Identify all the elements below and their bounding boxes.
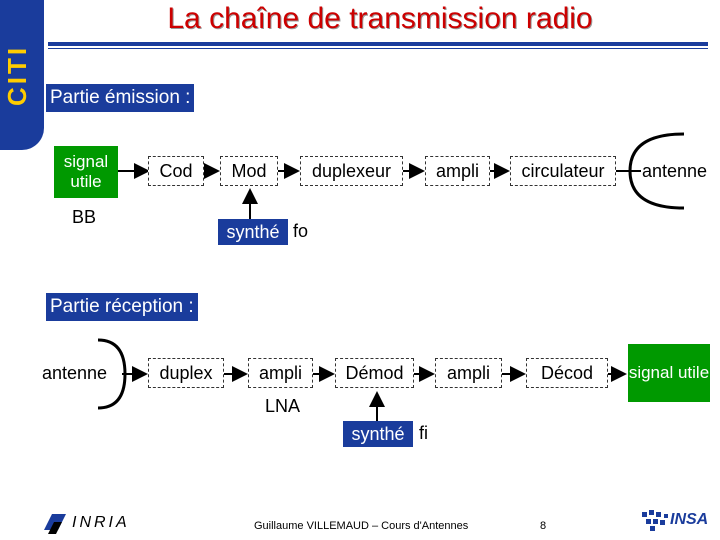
inria-logo-text: INRIA — [72, 514, 130, 531]
emission-antenna-label: antenne — [642, 161, 708, 181]
reception-lna-label: LNA — [265, 396, 301, 416]
inria-logo-icon — [44, 514, 66, 534]
emission-block-circulateur: circulateur — [510, 156, 616, 186]
emission-source-bb: BB — [72, 207, 97, 227]
emission-source-signal: signal utile — [54, 146, 118, 198]
reception-block-decod: Décod — [526, 358, 608, 388]
page-title: La chaîne de transmission radio — [167, 2, 593, 35]
emission-wires — [118, 163, 641, 220]
reception-block-duplex: duplex — [148, 358, 224, 388]
reception-section-label: Partie réception : — [46, 293, 198, 321]
emission-block-ampli: ampli — [425, 156, 490, 186]
page-number: 8 — [540, 520, 547, 532]
reception-synth: synthé — [343, 421, 413, 447]
insa-logo-text: INSA — [670, 511, 709, 528]
emission-section-label: Partie émission : — [46, 84, 195, 112]
reception-block-ampli: ampli — [435, 358, 502, 388]
emission-block-duplexeur: duplexeur — [300, 156, 403, 186]
reception-output-signal: signal utile — [628, 344, 710, 402]
insa-logo: INSA — [640, 508, 710, 534]
emission-synth: synthé — [218, 219, 288, 245]
reception-antenna-icon — [97, 338, 127, 410]
footer-author: Guillaume VILLEMAUD – Cours d'Antennes — [254, 520, 469, 532]
reception-antenna-label: antenne — [42, 363, 108, 383]
insa-logo-icon — [642, 510, 668, 531]
title-rule-thin — [48, 48, 708, 49]
reception-block-ampli-lna: ampli — [248, 358, 313, 388]
title-rule — [48, 42, 708, 46]
emission-block-mod: Mod — [220, 156, 278, 186]
citi-logo: CITI — [0, 0, 44, 150]
emission-block-cod: Cod — [148, 156, 204, 186]
emission-synth-freq: fo — [293, 221, 309, 241]
reception-block-demod: Démod — [335, 358, 414, 388]
reception-synth-freq: fi — [419, 423, 428, 443]
emission-antenna-icon — [628, 132, 685, 210]
